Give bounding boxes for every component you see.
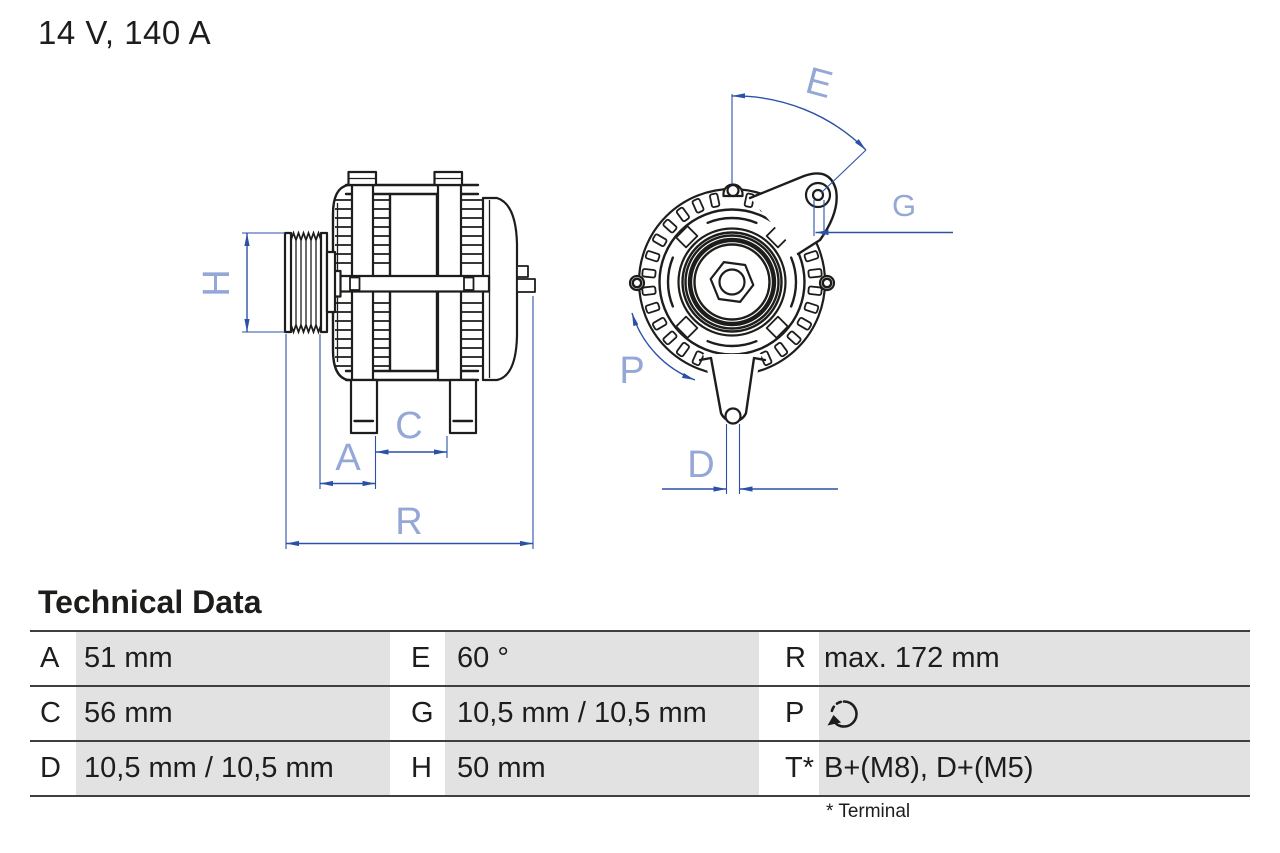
spec-value-g: 10,5 mm / 10,5 mm bbox=[445, 687, 759, 740]
spec-value-e: 60 ° bbox=[445, 632, 759, 685]
spec-label-c: C bbox=[30, 687, 76, 740]
terminal-footnote: * Terminal bbox=[826, 801, 911, 822]
rotation-direction-icon bbox=[827, 699, 858, 728]
dimension-label-a: A bbox=[335, 437, 361, 479]
spec-label-p: P bbox=[759, 687, 819, 740]
technical-data-heading: Technical Data bbox=[38, 584, 262, 620]
dimension-R: R bbox=[286, 296, 534, 549]
spec-label-h: H bbox=[390, 742, 445, 795]
dimension-C: C bbox=[375, 405, 448, 458]
spec-value-p bbox=[819, 687, 1250, 740]
dimension-P: P bbox=[619, 312, 696, 392]
page-title: 14 V, 140 A bbox=[38, 14, 212, 51]
spec-value-h: 50 mm bbox=[445, 742, 759, 795]
dimension-D: D bbox=[662, 424, 838, 494]
dimension-label-p: P bbox=[619, 350, 644, 392]
spec-label-r: R bbox=[759, 632, 819, 685]
dimension-label-h: H bbox=[196, 269, 238, 296]
spec-value-a: 51 mm bbox=[76, 632, 390, 685]
spec-label-d: D bbox=[30, 742, 76, 795]
spec-label-t: T* bbox=[759, 742, 819, 795]
alternator-drawing: H A C R bbox=[196, 60, 953, 549]
spec-value-c: 56 mm bbox=[76, 687, 390, 740]
dimension-H: H bbox=[196, 232, 285, 333]
spec-value-d: 10,5 mm / 10,5 mm bbox=[76, 742, 390, 795]
spec-label-g: G bbox=[390, 687, 445, 740]
spec-value-r: max. 172 mm bbox=[819, 632, 1250, 685]
dimension-E: E bbox=[731, 60, 867, 194]
dimension-label-g: G bbox=[892, 188, 916, 223]
dimension-A: A bbox=[285, 334, 377, 549]
alternator-side-view bbox=[283, 170, 536, 435]
spec-label-a: A bbox=[30, 632, 76, 685]
dimension-label-r: R bbox=[395, 501, 422, 543]
spec-value-t: B+(M8), D+(M5) bbox=[819, 742, 1250, 795]
technical-data-table: A 51 mm E 60 ° R max. 172 mm C 56 mm G 1… bbox=[30, 630, 1250, 797]
alternator-front-view bbox=[628, 172, 838, 427]
dimension-label-e: E bbox=[801, 60, 836, 107]
dimension-G: G bbox=[813, 188, 953, 236]
table-row: A 51 mm E 60 ° R max. 172 mm bbox=[30, 632, 1250, 687]
table-row: C 56 mm G 10,5 mm / 10,5 mm P bbox=[30, 687, 1250, 742]
technical-drawing: H A C R bbox=[196, 60, 953, 549]
table-row: D 10,5 mm / 10,5 mm H 50 mm T* B+(M8), D… bbox=[30, 742, 1250, 797]
spec-label-e: E bbox=[390, 632, 445, 685]
dimension-label-d: D bbox=[687, 444, 714, 486]
dimension-label-c: C bbox=[395, 405, 422, 447]
